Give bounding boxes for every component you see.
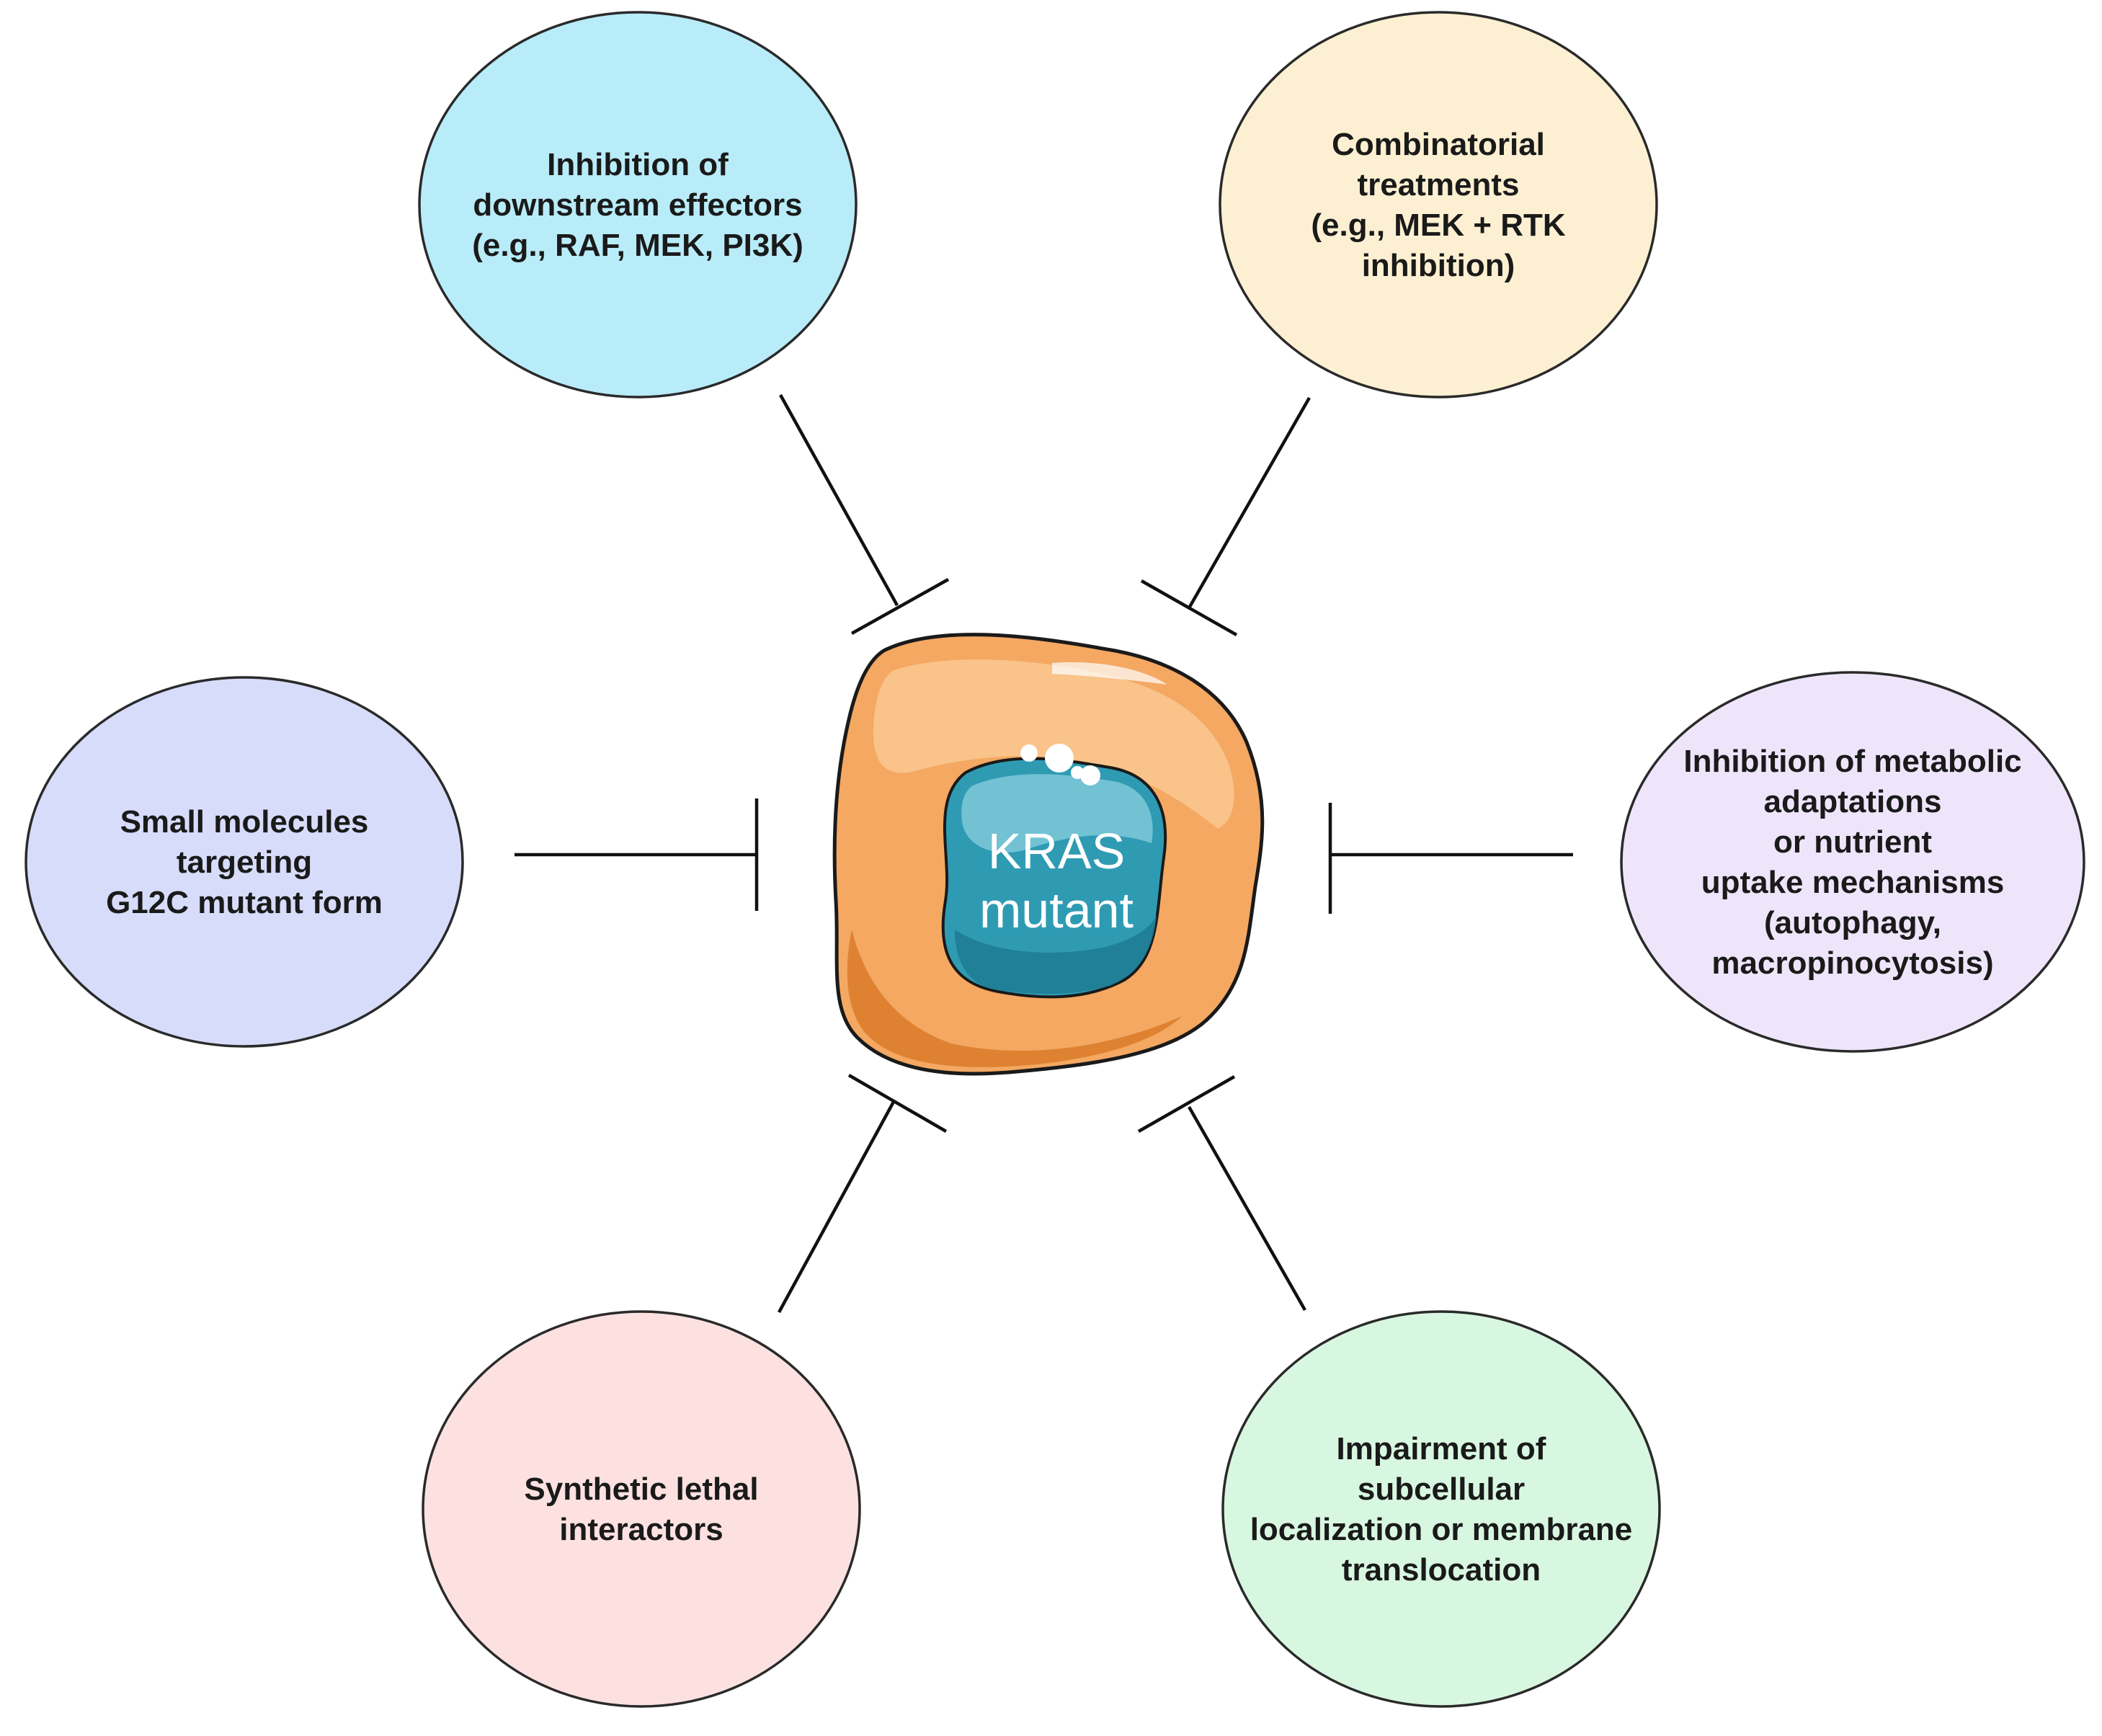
node-ellipse bbox=[1221, 1310, 1661, 1708]
node-label-line: treatments bbox=[1358, 167, 1520, 202]
node-label-line: G12C mutant form bbox=[106, 885, 383, 920]
node-ellipse bbox=[418, 11, 858, 399]
node-label: Impairment of subcellular localization or … bbox=[1250, 1431, 1633, 1588]
node-label-line: translocation bbox=[1342, 1552, 1541, 1588]
nucleus-dark bbox=[955, 915, 1157, 994]
inhibition-arrow-synthetic-lethal bbox=[778, 1074, 948, 1314]
node-ellipse bbox=[422, 1310, 861, 1708]
inhibition-arrow-combinatorial-treatments bbox=[1140, 396, 1311, 636]
node-label: Combinatorial treatments (e.g., MEK + RTK i… bbox=[1311, 127, 1565, 283]
inhibition-arrow-metabolic-adaptations bbox=[1328, 803, 1573, 914]
inhibition-arrow-downstream-effectors bbox=[779, 393, 950, 635]
node-label-line: Synthetic lethal bbox=[524, 1472, 758, 1507]
node-label-line: uptake mechanisms bbox=[1701, 865, 2005, 900]
inhibition-arrow-small-molecules bbox=[515, 798, 759, 911]
node-label: Inhibition of metabolic adaptations or nut… bbox=[1683, 744, 2021, 981]
cell-highlight bbox=[873, 659, 1234, 829]
node-label: Synthetic lethal interactors bbox=[524, 1472, 758, 1547]
strategy-node-combinatorial-treatments: Combinatorial treatments (e.g., MEK + RTK i… bbox=[1219, 11, 1658, 399]
node-label-line: Inhibition of bbox=[547, 147, 729, 182]
nucleus-light bbox=[961, 774, 1153, 853]
strategy-node-downstream-effectors: Inhibition of downstream effectors (e.g., … bbox=[418, 11, 858, 399]
node-ellipse bbox=[25, 676, 464, 1048]
node-ellipse bbox=[1620, 671, 2085, 1053]
node-label-line: (e.g., MEK + RTK bbox=[1311, 208, 1565, 243]
kras-mutant-label-line: mutant bbox=[979, 882, 1134, 938]
strategy-node-subcellular-localization: Impairment of subcellular localization or … bbox=[1221, 1310, 1661, 1708]
node-label-line: interactors bbox=[559, 1512, 723, 1547]
kras-mutant-label-line: KRAS bbox=[988, 823, 1126, 879]
node-label-line: inhibition) bbox=[1362, 248, 1515, 283]
node-label-line: localization or membrane bbox=[1250, 1512, 1633, 1547]
node-label-line: Impairment of bbox=[1337, 1431, 1546, 1466]
node-label-line: or nutrient bbox=[1773, 824, 1932, 860]
node-label-line: macropinocytosis) bbox=[1711, 945, 1993, 981]
node-label-line: subcellular bbox=[1358, 1472, 1525, 1507]
inhibition-arrow-subcellular-localization bbox=[1137, 1075, 1306, 1312]
node-label-line: Inhibition of metabolic bbox=[1683, 744, 2021, 779]
nucleus-bubbles bbox=[1020, 744, 1100, 785]
cell-shine bbox=[1052, 662, 1167, 685]
node-label-line: Combinatorial bbox=[1332, 127, 1545, 162]
strategy-nodes: Inhibition of downstream effectors (e.g., … bbox=[25, 11, 2085, 1708]
node-label-line: adaptations bbox=[1764, 784, 1942, 819]
node-label-line: downstream effectors bbox=[473, 187, 802, 223]
node-label: Inhibition of downstream effectors (e.g., … bbox=[472, 147, 803, 263]
strategy-node-metabolic-adaptations: Inhibition of metabolic adaptations or nut… bbox=[1620, 671, 2085, 1053]
strategy-node-synthetic-lethal: Synthetic lethal interactors bbox=[422, 1310, 861, 1708]
node-label-line: Small molecules bbox=[120, 804, 369, 840]
inhibition-arrows bbox=[515, 393, 1573, 1314]
node-label-line: targeting bbox=[177, 845, 312, 880]
node-label-line: (autophagy, bbox=[1764, 905, 1941, 940]
node-ellipse bbox=[1219, 11, 1658, 399]
node-label-line: (e.g., RAF, MEK, PI3K) bbox=[472, 228, 803, 263]
